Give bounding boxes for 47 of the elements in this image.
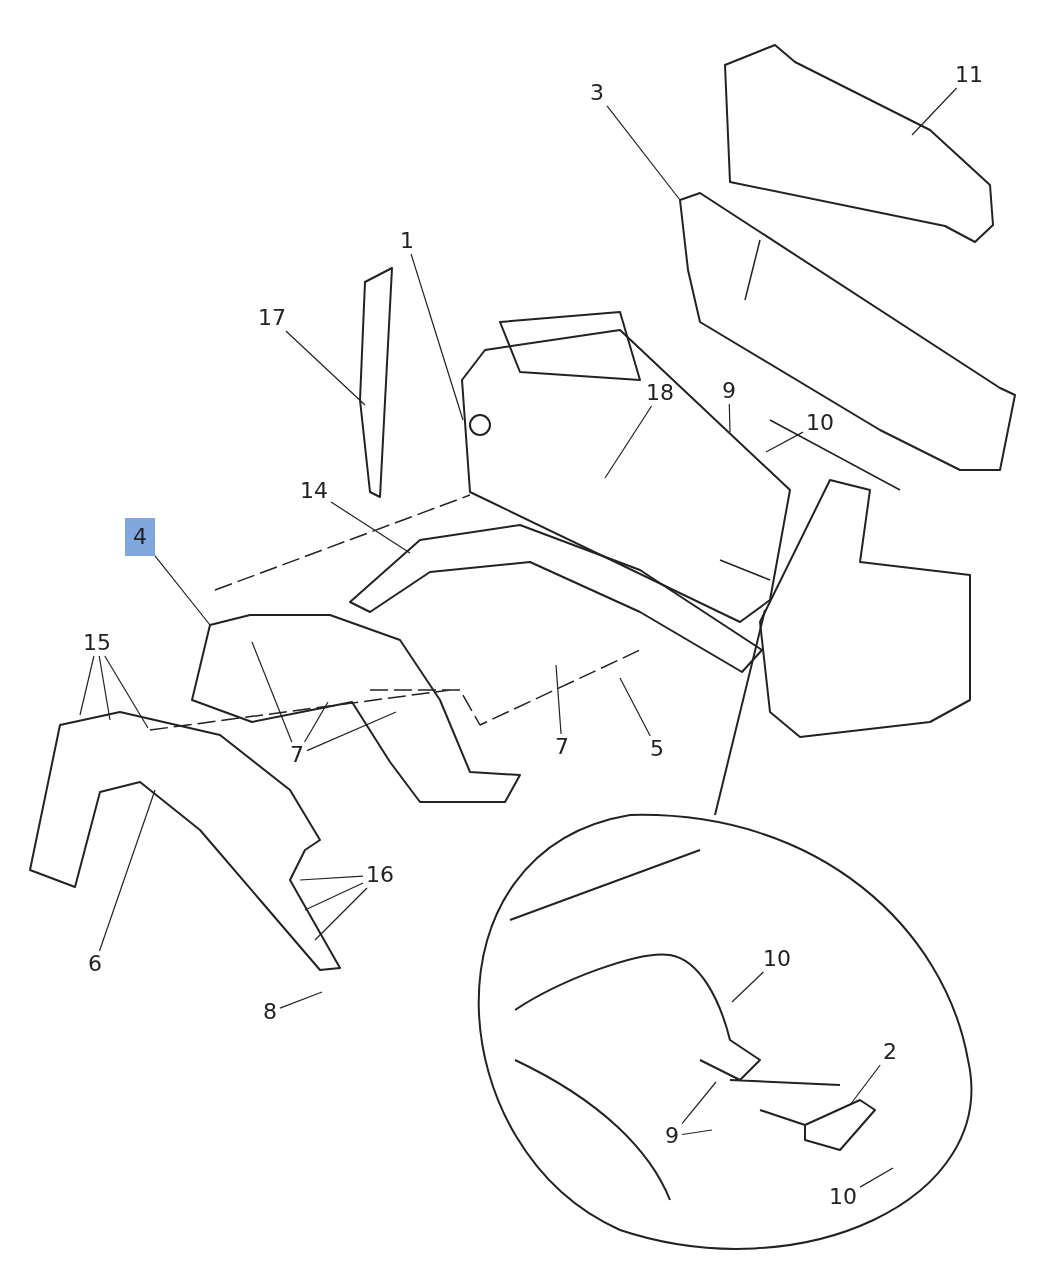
leader-line	[79, 655, 95, 716]
leader-line	[104, 655, 149, 729]
callout-number: 18	[643, 380, 677, 406]
leader-line	[98, 789, 156, 952]
callout-number: 8	[260, 999, 280, 1025]
callout-number: 14	[297, 478, 331, 504]
callout-number: 5	[647, 736, 667, 762]
leader-line	[681, 1081, 717, 1125]
leader-line	[604, 405, 653, 479]
leader-line	[279, 991, 323, 1009]
callout-number: 15	[80, 630, 114, 656]
callout-number: 3	[587, 80, 607, 106]
leader-line	[251, 641, 293, 743]
callout-number: 10	[760, 946, 794, 972]
leader-line	[555, 664, 562, 735]
callout-number: 6	[85, 951, 105, 977]
leader-line	[304, 701, 329, 743]
callout-number: 9	[662, 1123, 682, 1149]
callout-number: 2	[880, 1039, 900, 1065]
leader-line	[330, 501, 411, 554]
leader-line	[849, 1064, 881, 1106]
leader-line	[859, 1167, 894, 1188]
leader-line	[299, 875, 364, 881]
leader-line	[306, 711, 397, 752]
leader-line	[304, 882, 364, 911]
callout-number: 10	[826, 1184, 860, 1210]
callout-number: 11	[952, 62, 986, 88]
callout-number: 10	[803, 410, 837, 436]
callout-number: 17	[255, 305, 289, 331]
leader-line	[728, 403, 731, 433]
leader-line	[285, 330, 366, 406]
leader-line	[911, 87, 958, 136]
callout-number: 7	[287, 742, 307, 768]
leader-line	[410, 253, 464, 421]
callout-number: 16	[363, 862, 397, 888]
callout-number: 1	[397, 228, 417, 254]
leader-line	[619, 677, 651, 737]
leader-line	[606, 105, 681, 201]
leader-line	[98, 655, 111, 721]
callout-number: 7	[552, 734, 572, 760]
callout-number: 9	[719, 378, 739, 404]
leader-line	[154, 555, 211, 626]
leader-line	[765, 431, 804, 453]
leader-line	[731, 971, 764, 1003]
callout-number: 4	[125, 518, 155, 556]
leader-line	[314, 887, 368, 941]
leader-line	[681, 1129, 713, 1136]
